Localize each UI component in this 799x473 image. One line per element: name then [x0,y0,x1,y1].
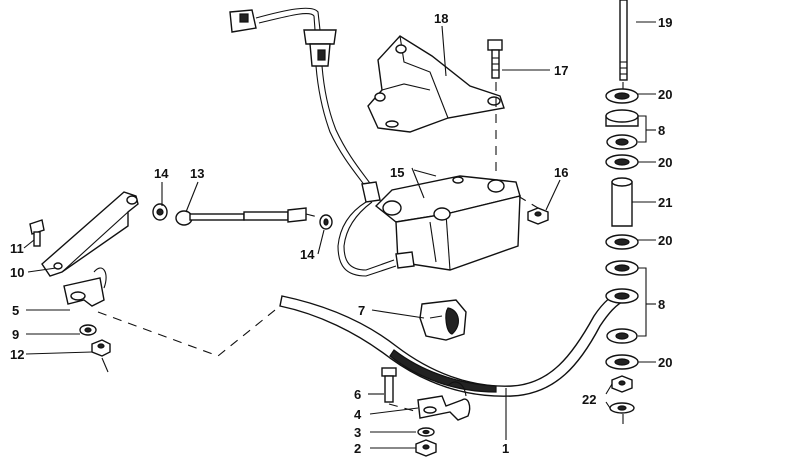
label-15: 15 [390,165,404,180]
label-8-a: 8 [658,123,665,138]
link-rod-13 [152,203,333,230]
label-4: 4 [354,407,362,422]
label-1: 1 [502,441,509,456]
label-16: 16 [554,165,568,180]
label-12: 12 [10,347,24,362]
label-7: 7 [358,303,365,318]
clamp-hardware [381,367,471,457]
control-unit-15 [374,167,521,271]
part-number-labels: 1 2 3 4 6 7 5 9 12 10 11 14 13 14 15 16 … [10,11,672,456]
label-3: 3 [354,425,361,440]
label-22: 22 [582,392,596,407]
left-bracket-assembly [29,191,139,307]
assembly-dashed-line [97,297,291,357]
label-9: 9 [12,327,19,342]
right-stack [605,0,639,424]
rubber-mount-7 [419,299,467,341]
label-19: 19 [658,15,672,30]
label-17: 17 [554,63,568,78]
label-20-c: 20 [658,233,672,248]
label-18: 18 [434,11,448,26]
label-20-b: 20 [658,155,672,170]
label-21: 21 [658,195,672,210]
wiring-cable [229,7,397,277]
label-5: 5 [12,303,19,318]
label-14-right: 14 [300,247,315,262]
label-13: 13 [190,166,204,181]
label-2: 2 [354,441,361,456]
nut-washer-9-12 [79,324,111,373]
label-20-a: 20 [658,87,672,102]
leader-lines [23,21,656,449]
bolt-17 [487,39,503,178]
label-14-left: 14 [154,166,169,181]
label-10: 10 [10,265,24,280]
label-11: 11 [10,241,24,256]
label-20-d: 20 [658,355,672,370]
label-8-b: 8 [658,297,665,312]
bracket-18 [367,35,505,133]
label-6: 6 [354,387,361,402]
nut-16 [517,195,549,225]
